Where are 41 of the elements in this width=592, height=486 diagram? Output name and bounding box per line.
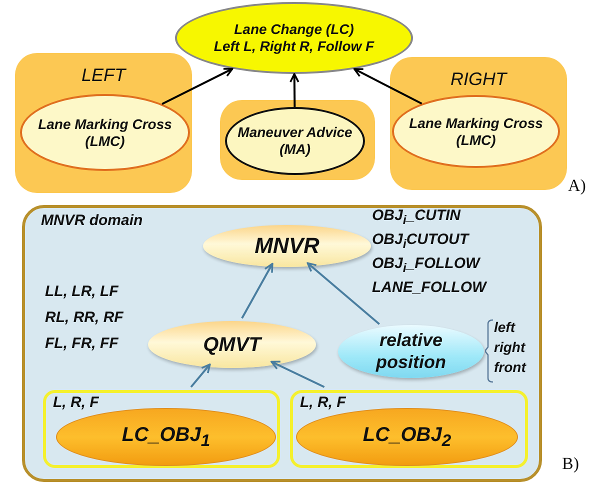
node-text: Lane Marking Cross (LMC) <box>408 114 544 148</box>
group-frame <box>290 390 528 468</box>
arrow <box>353 68 422 105</box>
group-panel <box>220 100 375 180</box>
panel-tag: B) <box>562 454 579 474</box>
annotation: LL, LR, LF <box>45 283 118 300</box>
group-panel <box>390 57 567 190</box>
node-text: Lane Marking Cross (LMC) <box>37 116 173 150</box>
arrow <box>270 360 325 388</box>
annotation: RL, RR, RF <box>45 309 124 326</box>
arrow <box>306 262 380 325</box>
process-ellipse <box>338 325 484 378</box>
annotation: OBJ$_{i}$_CUTIN <box>372 207 460 227</box>
annotation: LANE_FOLLOW <box>372 279 486 296</box>
arrow <box>241 262 274 319</box>
panel-tag: A) <box>568 176 586 196</box>
node-text: Lane Change (LC) <box>233 21 355 38</box>
arrow <box>190 363 211 388</box>
annotation: OBJ$_{i}$CUTOUT <box>372 231 469 251</box>
arrow <box>290 73 300 108</box>
group-frame <box>43 390 280 468</box>
group-title: LEFT <box>80 65 128 86</box>
side-note: front <box>494 359 526 375</box>
node-text: MNVR <box>254 232 320 260</box>
group-title: RIGHT <box>450 69 508 90</box>
annotation: OBJ$_{i}$_FOLLOW <box>372 255 480 275</box>
side-note: right <box>494 339 526 355</box>
group-title: L, R, F <box>53 394 99 411</box>
side-note: left <box>494 319 515 335</box>
node-text: relative position <box>374 330 447 374</box>
arrow <box>162 68 234 105</box>
group-title: MNVR domain <box>41 212 143 229</box>
node-text: Left L, Right R, Follow F <box>212 38 376 55</box>
node-text: LC_OBJ$_{2}$ <box>362 423 452 451</box>
group-title: L, R, F <box>300 394 346 411</box>
node-text: LC_OBJ$_{1}$ <box>120 423 212 451</box>
node-text: QMVT <box>202 332 264 356</box>
annotation: FL, FR, FF <box>45 335 118 352</box>
group-panel <box>15 53 192 193</box>
node-text: Maneuver Advice (MA) <box>236 124 354 158</box>
domain-panel <box>22 205 542 482</box>
